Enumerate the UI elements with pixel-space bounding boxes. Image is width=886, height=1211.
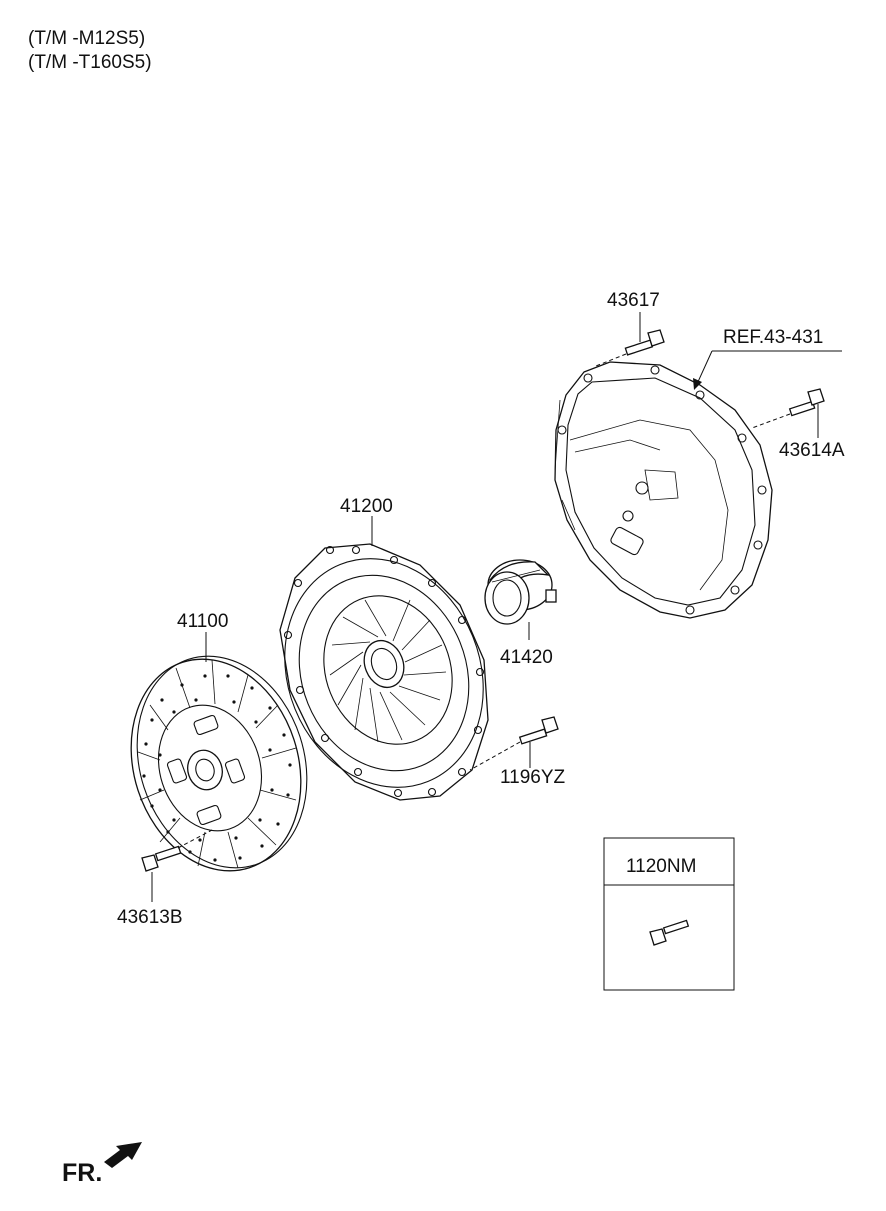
bolt-43613B	[141, 829, 213, 872]
clutch-housing	[554, 361, 773, 619]
bolt-1196YZ	[469, 716, 559, 771]
part-label-43613B: 43613B	[117, 907, 183, 928]
front-direction-arrow-icon	[104, 1142, 142, 1168]
part-label-41100: 41100	[177, 611, 228, 632]
inset-bolt-icon	[649, 919, 690, 946]
part-label-41200: 41200	[340, 496, 393, 517]
part-label-1196YZ: 1196YZ	[500, 767, 566, 788]
header-line-1: (T/M -M12S5)	[28, 28, 145, 49]
inset-box-1120NM: 1120NM	[603, 837, 735, 991]
bolt-43617	[595, 329, 665, 367]
bolt-43614A	[751, 388, 825, 429]
part-label-43614A: 43614A	[779, 440, 845, 461]
release-bearing-41420	[484, 559, 557, 625]
front-direction-label: FR.	[62, 1159, 102, 1187]
clutch-disc-41100	[130, 655, 308, 872]
part-label-43617: 43617	[607, 290, 660, 311]
part-label-41420: 41420	[500, 647, 553, 668]
header-line-2: (T/M -T160S5)	[28, 52, 152, 73]
pressure-plate-41200	[279, 543, 489, 801]
inset-label: 1120NM	[626, 856, 696, 877]
ref-label: REF.43-431	[723, 327, 823, 348]
